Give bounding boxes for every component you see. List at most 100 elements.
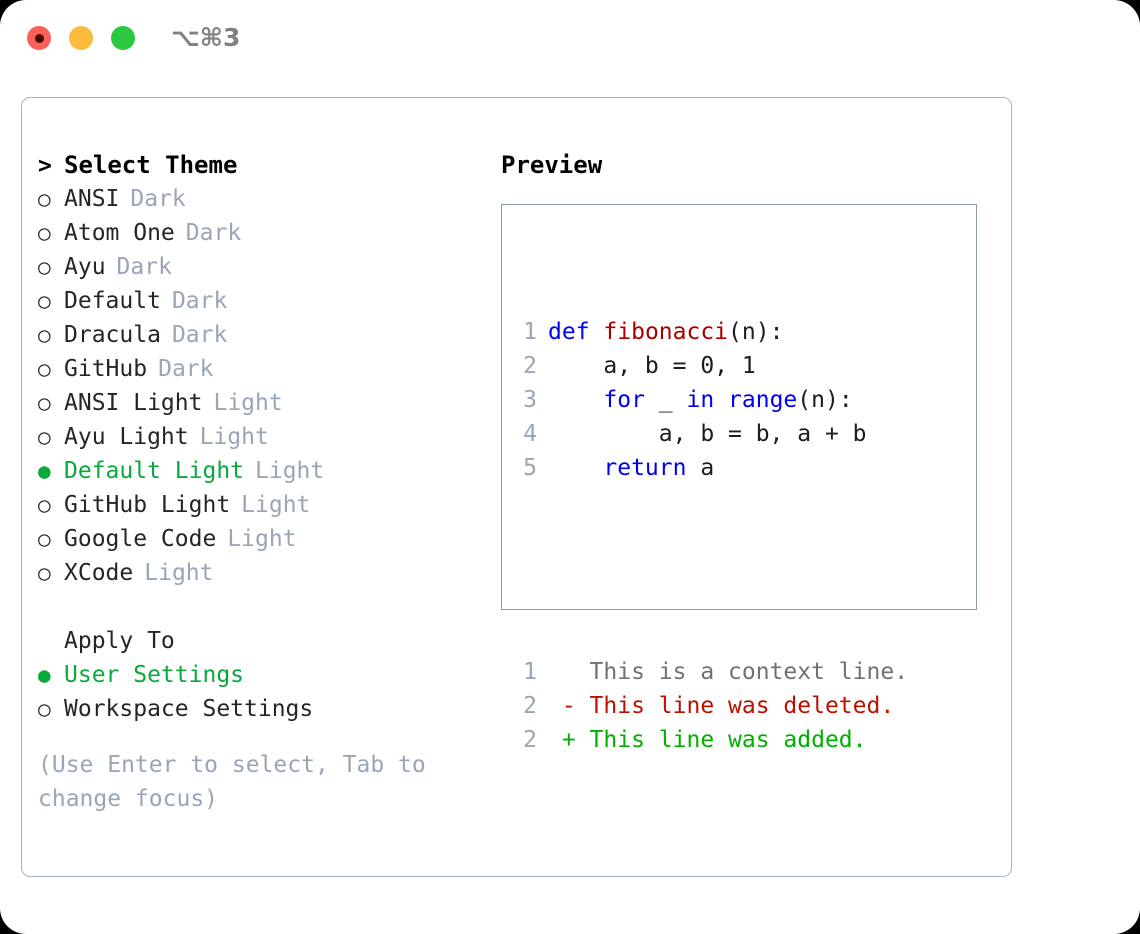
code-token-txt: (n): [797, 387, 853, 413]
window-shortcut-label: ⌥⌘3 [171, 23, 241, 52]
code-token-txt [714, 387, 728, 413]
theme-option-5[interactable]: ○ GitHub Dark [38, 352, 498, 386]
diff-text: This line was added. [575, 727, 867, 753]
apply-to-heading: Apply To [64, 628, 175, 654]
code-token-txt: a, b = b, a + b [548, 421, 867, 447]
diff-text: This is a context line. [575, 659, 909, 685]
code-token-kw: for [603, 387, 645, 413]
apply-to-heading-row: Apply To [38, 624, 498, 658]
radio-selected-icon: ● [38, 663, 51, 687]
theme-option-kind: Light [199, 424, 269, 450]
diff-line-1: 1 This is a context line. [515, 655, 908, 689]
theme-option-kind: Dark [171, 322, 228, 348]
close-button[interactable] [27, 26, 51, 50]
theme-picker-title: Select Theme [64, 151, 238, 179]
code-token-txt: (n): [728, 319, 784, 345]
preview-title: Preview [501, 151, 603, 179]
line-number: 2 [523, 693, 537, 719]
diff-text: This line was deleted. [575, 693, 895, 719]
line-number: 3 [523, 387, 537, 413]
code-token-txt: a [686, 455, 715, 481]
maximize-button[interactable] [111, 26, 135, 50]
diff-marker [548, 659, 576, 685]
theme-option-1[interactable]: ○ Atom One Dark [38, 216, 498, 250]
code-token-txt [548, 387, 603, 413]
radio-unselected-icon: ○ [38, 187, 51, 211]
theme-option-kind: Dark [185, 220, 242, 246]
radio-unselected-icon: ○ [38, 357, 51, 381]
radio-unselected-icon: ○ [38, 697, 51, 721]
radio-unselected-icon: ○ [38, 561, 51, 585]
radio-unselected-icon: ○ [38, 289, 51, 313]
theme-option-name: Atom One [64, 220, 175, 246]
theme-option-kind: Light [213, 390, 283, 416]
title-bar: ⌥⌘3 [0, 0, 1140, 78]
apply-to-option-label: User Settings [64, 662, 245, 688]
code-token-kw: def [548, 319, 590, 345]
diff-line-2: 2 - This line was deleted. [515, 689, 908, 723]
code-token-kw: return [603, 455, 687, 481]
theme-option-name: GitHub [64, 356, 148, 382]
code-token-kw: range [728, 387, 798, 413]
radio-unselected-icon: ○ [38, 493, 51, 517]
line-number: 4 [523, 421, 537, 447]
recording-indicator-icon [34, 33, 44, 43]
theme-option-name: GitHub Light [64, 492, 231, 518]
diff-line-3: 2 + This line was added. [515, 723, 908, 757]
window-controls [27, 26, 135, 50]
theme-option-kind: Light [144, 560, 214, 586]
theme-option-kind: Dark [158, 356, 214, 382]
theme-option-name: Ayu [64, 254, 106, 280]
code-line-4: 4 a, b = b, a + b [515, 417, 908, 451]
theme-option-name: Ayu Light [64, 424, 189, 450]
radio-unselected-icon: ○ [38, 391, 51, 415]
theme-option-kind: Light [255, 458, 325, 484]
theme-option-3[interactable]: ○ Default Dark [38, 284, 498, 318]
keyboard-hint: (Use Enter to select, Tab to change focu… [38, 752, 426, 812]
theme-option-kind: Dark [130, 186, 186, 212]
apply-to-option-0[interactable]: ● User Settings [38, 658, 498, 692]
radio-unselected-icon: ○ [38, 221, 51, 245]
theme-option-2[interactable]: ○ Ayu Dark [38, 250, 498, 284]
theme-option-8[interactable]: ● Default Light Light [38, 454, 498, 488]
code-diff-spacer [515, 553, 908, 587]
apply-to-option-label: Workspace Settings [64, 696, 314, 722]
apply-to-indent [38, 624, 64, 658]
prompt-marker-icon: > [38, 153, 52, 179]
minimize-button[interactable] [69, 26, 93, 50]
radio-unselected-icon: ○ [38, 323, 51, 347]
line-number: 1 [523, 659, 537, 685]
code-line-3: 3 for _ in range(n): [515, 383, 908, 417]
code-token-txt: a, b = 0, 1 [548, 353, 756, 379]
code-token-txt: _ [644, 387, 687, 413]
theme-option-kind: Dark [171, 288, 228, 314]
theme-option-kind: Dark [116, 254, 172, 280]
line-number: 5 [523, 455, 537, 481]
theme-option-name: XCode [64, 560, 134, 586]
theme-option-name: Default [64, 288, 161, 314]
code-token-kw: in [686, 387, 715, 413]
theme-option-11[interactable]: ○ XCode Light [38, 556, 498, 590]
radio-unselected-icon: ○ [38, 527, 51, 551]
radio-unselected-icon: ○ [38, 255, 51, 279]
radio-selected-icon: ● [38, 459, 51, 483]
apply-to-option-1[interactable]: ○ Workspace Settings [38, 692, 498, 726]
diff-marker: + [548, 727, 576, 753]
apply-to-options: ● User Settings ○ Workspace Settings [38, 658, 498, 726]
theme-option-name: Default Light [64, 458, 245, 484]
code-token-txt [590, 319, 604, 345]
theme-picker-prompt: > Select Theme [38, 148, 498, 182]
